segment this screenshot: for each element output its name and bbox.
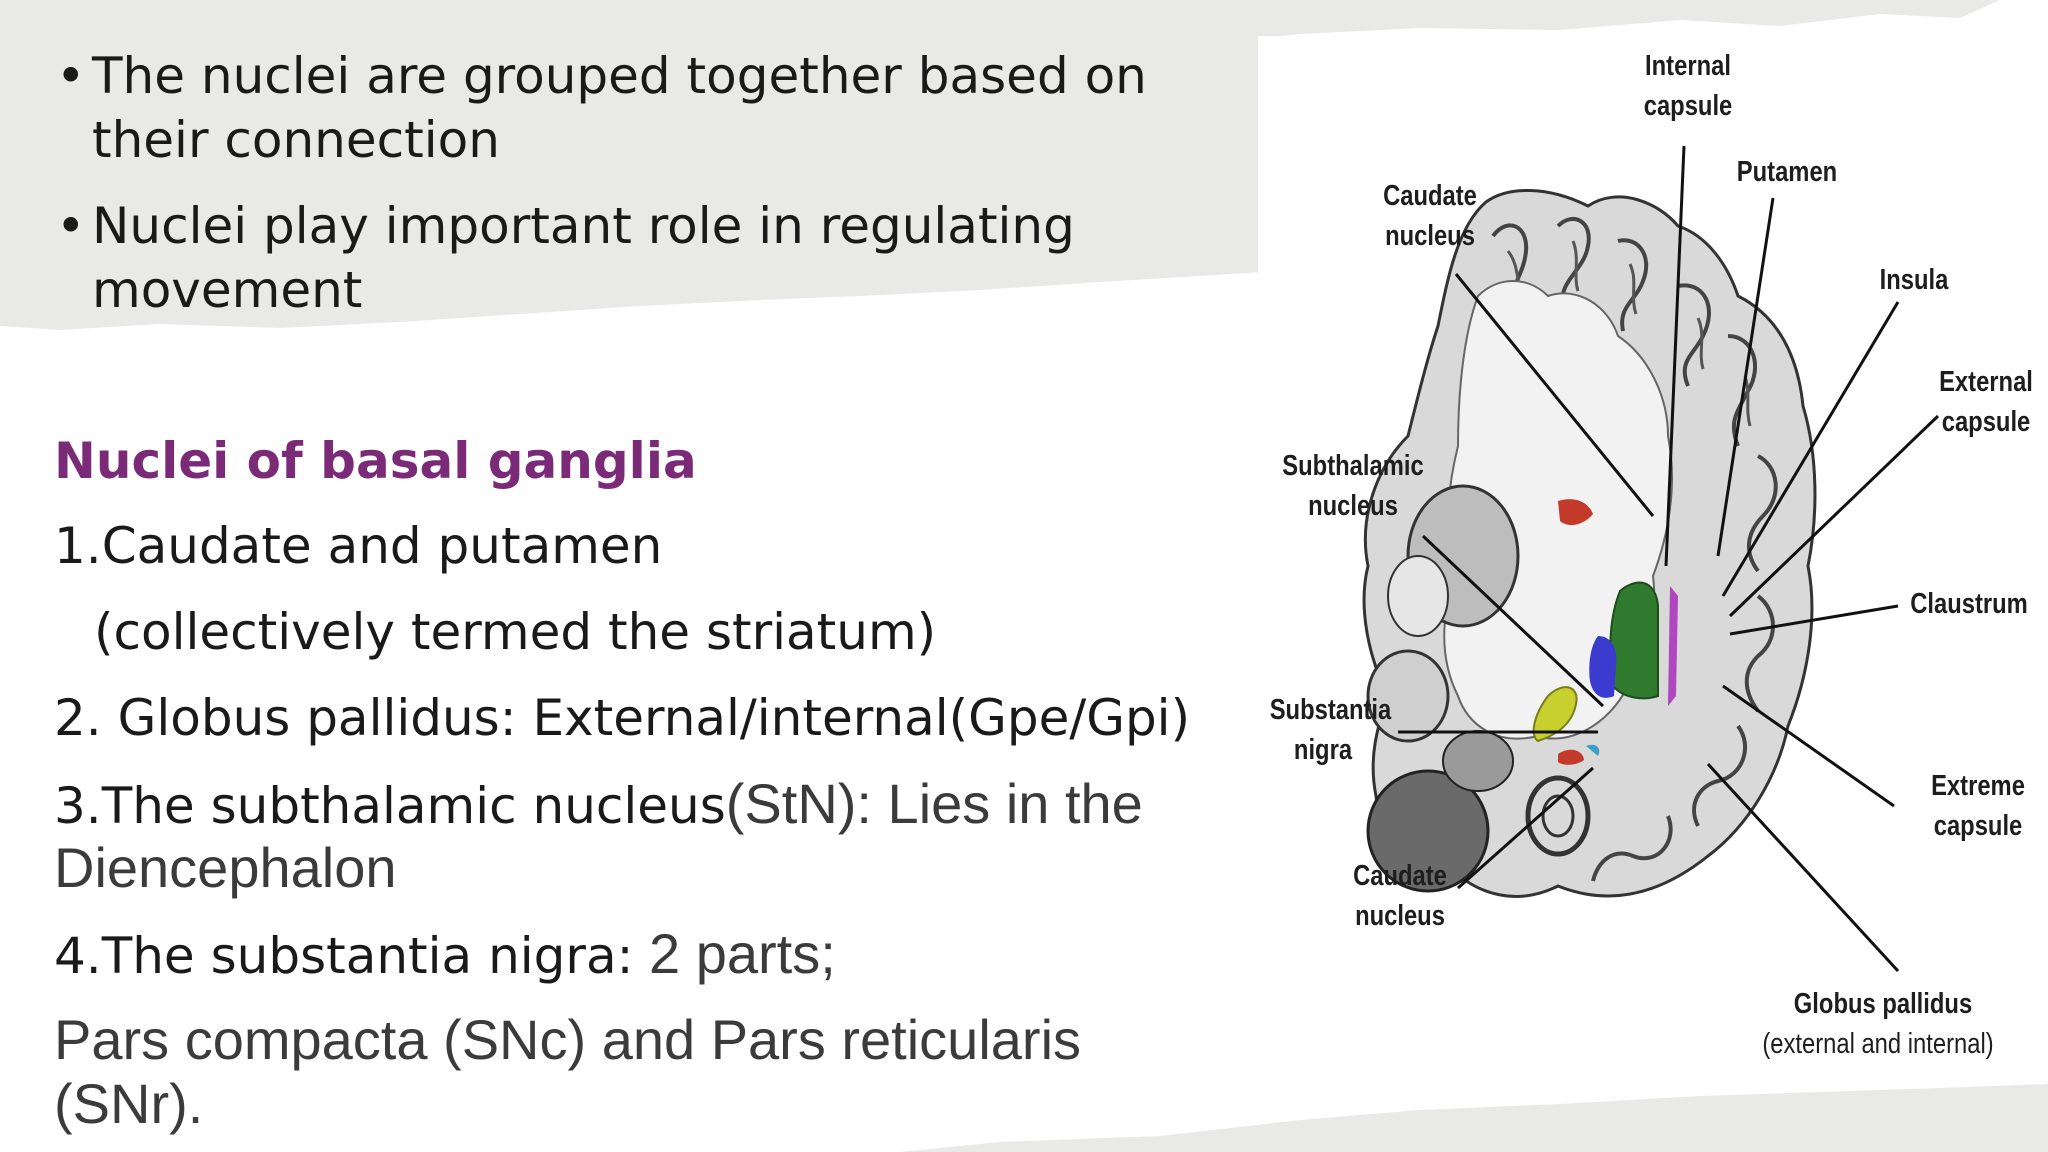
label-subthalamic-nucleus: Subthalamic nucleus — [1282, 450, 1424, 522]
label-caudate-nucleus-top: Caudate nucleus — [1383, 180, 1477, 252]
list-item-1-note: (collectively termed the striatum) — [94, 603, 937, 661]
list-item-4: 4.The substantia nigra: 2 parts; — [54, 922, 836, 988]
bullet-item: •The nuclei are grouped together based o… — [52, 44, 1252, 172]
list-item-3-cont: Diencephalon — [54, 836, 397, 899]
bullet-dot-icon: • — [56, 197, 86, 255]
basal-ganglia-figure: Internal capsule Putamen Caudate nucleus… — [1258, 36, 2048, 1084]
label-caudate-nucleus-bottom: Caudate nucleus — [1353, 860, 1447, 932]
label-putamen: Putamen — [1736, 156, 1838, 188]
label-extreme-capsule: Extreme capsule — [1931, 770, 2025, 842]
list-item-4-cont: Pars compacta (SNc) and Pars reticularis… — [54, 1008, 1082, 1135]
list-item-3-lead: 3.The subthalamic nucleus — [54, 777, 726, 835]
list-item-1: 1.Caudate and putamen — [54, 517, 663, 575]
brain-section-illustration — [1362, 145, 1940, 973]
section-heading: Nuclei of basal ganglia — [54, 432, 697, 490]
label-substantia-nigra: Substantia nigra — [1269, 694, 1392, 766]
label-internal-capsule: Internal capsule — [1643, 50, 1733, 122]
label-external-capsule: External capsule — [1939, 366, 2033, 438]
list-item-2: 2. Globus pallidus: External/internal(Gp… — [54, 689, 1191, 747]
label-insula: Insula — [1879, 264, 1949, 296]
bottom-paper-strip — [900, 1084, 2048, 1152]
top-paper-strip — [0, 0, 2000, 330]
bullet-item: •Nuclei play important role in regulatin… — [52, 194, 1252, 322]
list-item-3: 3.The subthalamic nucleus(StN): Lies in … — [54, 772, 1143, 838]
list-item-3-rest: (StN): Lies in the — [725, 772, 1143, 835]
intro-bullet-list: •The nuclei are grouped together based o… — [52, 44, 1252, 344]
label-globus-pallidus: Globus pallidus — [1793, 988, 1973, 1020]
list-item-4-lead: 4.The substantia nigra: — [54, 927, 634, 985]
bullet-dot-icon: • — [56, 47, 86, 105]
list-item-4-rest: 2 parts; — [633, 922, 836, 985]
label-globus-pallidus-sub: (external and internal) — [1762, 1028, 1994, 1060]
label-claustrum: Claustrum — [1910, 588, 2028, 620]
